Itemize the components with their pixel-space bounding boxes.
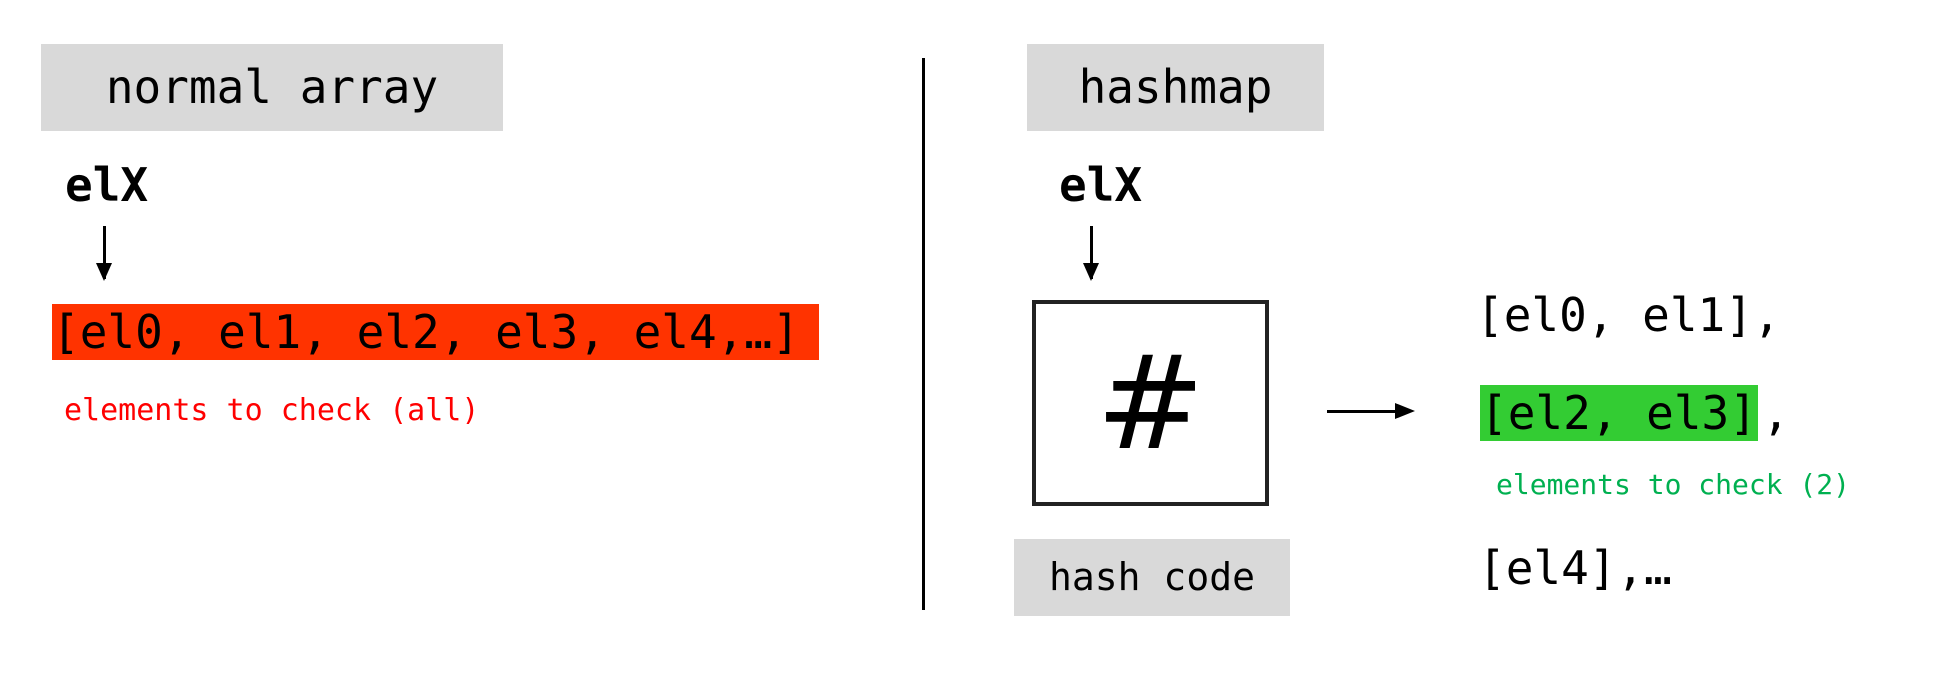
normal-array-elements: [el0, el1, el2, el3, el4,…] — [52, 304, 819, 360]
bucket-1-comma: , — [1762, 386, 1790, 440]
bucket-2: [el4],… — [1478, 541, 1672, 595]
left-down-arrow-icon — [96, 226, 112, 281]
hash-code-label: hash code — [1014, 539, 1290, 616]
hashmap-title: hashmap — [1027, 44, 1324, 131]
right-note: elements to check (2) — [1496, 468, 1851, 501]
hash-icon: # — [1096, 327, 1205, 479]
right-arrow-icon — [1327, 403, 1415, 419]
bucket-0: [el0, el1], — [1476, 288, 1781, 342]
divider — [922, 58, 925, 610]
normal-array-title: normal array — [41, 44, 503, 131]
right-key-label: elX — [1059, 158, 1143, 212]
left-key-label: elX — [65, 158, 149, 212]
right-down-arrow-icon — [1083, 226, 1099, 281]
left-note: elements to check (all) — [64, 393, 480, 428]
hash-function-box — [1032, 300, 1269, 506]
bucket-1-highlight: [el2, el3] — [1480, 385, 1758, 441]
